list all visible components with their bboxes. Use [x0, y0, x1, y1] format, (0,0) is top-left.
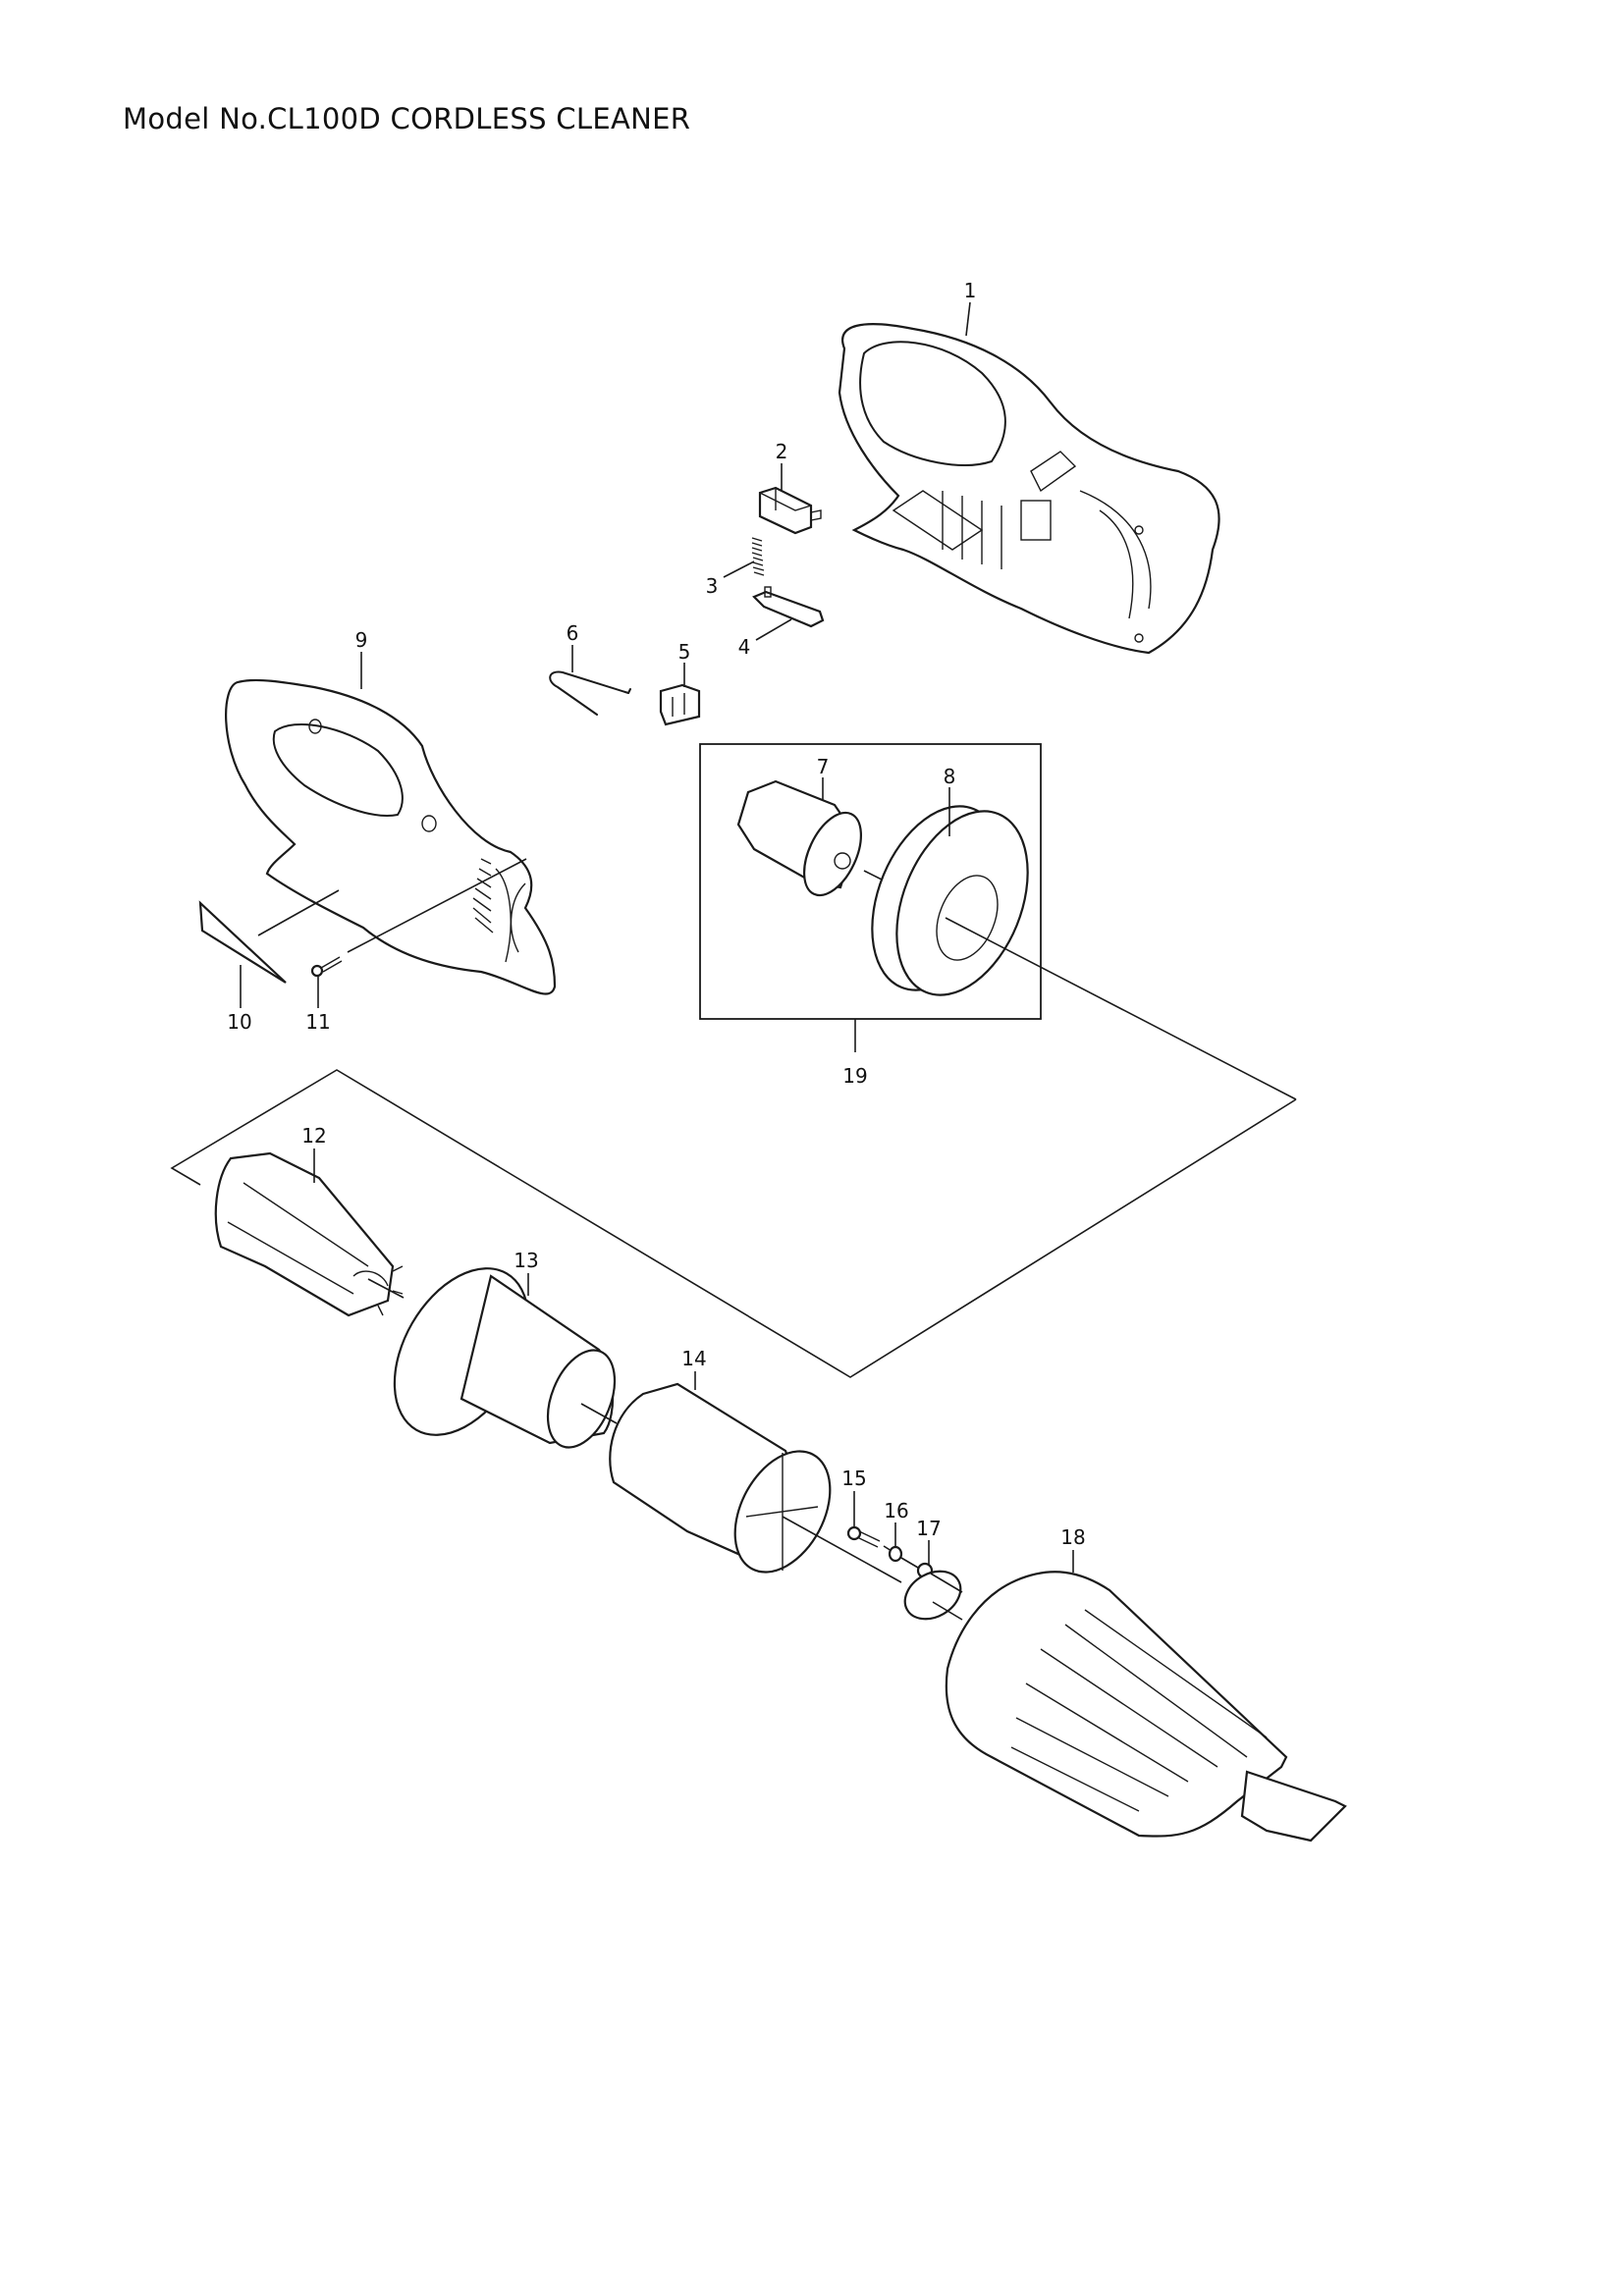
callout-part-15: 15	[841, 1467, 867, 1490]
callout-part-10: 10	[227, 1010, 252, 1034]
callout-part-16: 16	[884, 1499, 909, 1522]
part-3-spring-illustration	[723, 537, 765, 578]
part-11-screw-illustration	[310, 858, 527, 1008]
part-1-housing-illustration	[838, 301, 1220, 655]
part-7-motor-illustration	[736, 777, 891, 897]
part-16-washer-illustration	[888, 1522, 919, 1569]
part-6-wire-illustration	[549, 645, 631, 716]
part-2-switch-illustration	[758, 463, 822, 535]
part-12-prefilter-illustration	[214, 1148, 405, 1317]
callout-part-9: 9	[354, 628, 368, 652]
part-9-handle-illustration	[225, 652, 557, 995]
callout-part-2: 2	[775, 440, 788, 463]
callout-part-5: 5	[677, 640, 691, 664]
callout-part-11: 11	[305, 1010, 331, 1034]
part-17-valve-illustration	[903, 1540, 963, 1621]
callout-part-6: 6	[566, 621, 579, 645]
callout-part-19: 19	[842, 1064, 868, 1088]
part-14-filter-cage-illustration	[609, 1371, 902, 1583]
callout-part-12: 12	[301, 1124, 327, 1148]
assembly-bracket-lines	[170, 1069, 1297, 1378]
part-10-plate-illustration	[198, 889, 340, 1008]
callout-part-3: 3	[705, 574, 719, 598]
part-4-lever-illustration	[752, 586, 825, 641]
callout-part-7: 7	[816, 755, 830, 778]
callout-part-13: 13	[514, 1249, 539, 1272]
callout-part-1: 1	[963, 279, 977, 302]
callout-part-14: 14	[681, 1347, 707, 1370]
part-13-filter-cone-illustration	[393, 1267, 618, 1449]
part-5-terminal-illustration	[659, 663, 701, 726]
part-15-screw-illustration	[846, 1491, 893, 1552]
callout-part-4: 4	[737, 635, 751, 659]
callout-part-8: 8	[943, 765, 956, 788]
callout-part-17: 17	[916, 1517, 942, 1540]
part-18-nozzle-illustration	[945, 1550, 1347, 1842]
part-8-fan-illustration	[871, 787, 1297, 1100]
assembly-19-box	[699, 743, 1042, 1052]
callout-part-18: 18	[1060, 1525, 1086, 1549]
diagram-title: Model No.CL100D CORDLESS CLEANER	[123, 102, 691, 135]
